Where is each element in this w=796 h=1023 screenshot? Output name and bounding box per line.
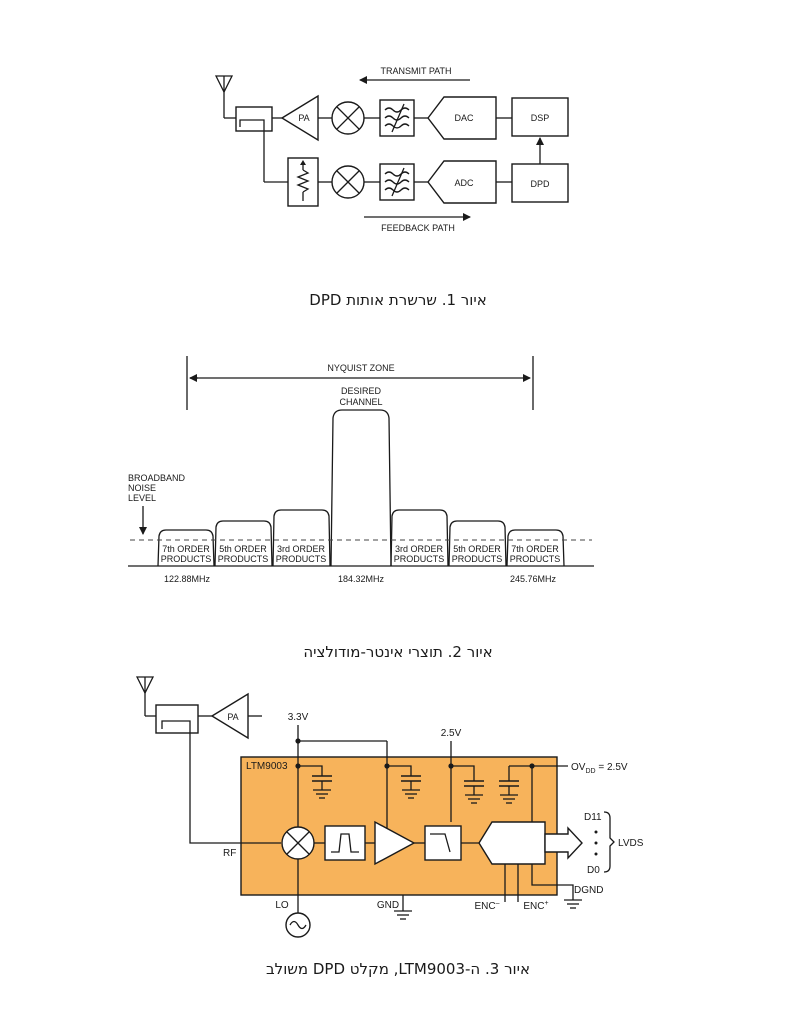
desired-channel-band bbox=[330, 409, 392, 567]
band-5th-left bbox=[214, 520, 273, 567]
band-label: PRODUCTS bbox=[510, 554, 561, 564]
lvds-brace bbox=[603, 811, 615, 873]
figure-3-caption: איור 3. ה-LTM9003, מקלט DPD משולב bbox=[266, 960, 530, 978]
band-label: PRODUCTS bbox=[394, 554, 445, 564]
v25-label: 2.5V bbox=[441, 728, 462, 739]
dsp-block: DSP bbox=[511, 97, 569, 137]
figure-2-caption: איור 2. תוצרי אינטר-מודולציה bbox=[303, 643, 492, 661]
band-label: 7th ORDER bbox=[511, 544, 559, 554]
lvds-output-arrow bbox=[544, 826, 583, 860]
feedback-path-label: FEEDBACK PATH bbox=[381, 223, 455, 233]
mixer-icon bbox=[331, 101, 365, 135]
enc-minus-label: ENC– bbox=[474, 900, 499, 912]
attenuator-icon bbox=[287, 157, 319, 207]
adc-label: ADC bbox=[454, 178, 474, 188]
figure-1-dpd-signal-chain: PA DAC DSP bbox=[214, 66, 569, 309]
dgnd-label: DGND bbox=[574, 885, 603, 896]
antenna-icon bbox=[135, 676, 156, 717]
coupler-block bbox=[155, 704, 241, 844]
bandpass-filter-icon bbox=[324, 825, 366, 861]
mixer-icon bbox=[281, 826, 315, 860]
band-5th-right bbox=[448, 520, 507, 567]
figure-3-ltm9003: PA LTM9003 3.3V bbox=[135, 676, 644, 978]
capacitor-ground-icon bbox=[451, 765, 484, 804]
capacitor-ground-icon bbox=[387, 765, 421, 799]
band-3rd-right bbox=[390, 509, 449, 567]
band-label: 5th ORDER bbox=[219, 544, 267, 554]
pa-amplifier: PA bbox=[280, 94, 319, 142]
ground-icon bbox=[394, 910, 412, 920]
d0-label: D0 bbox=[587, 865, 600, 876]
freq-left-label: 122.88MHz bbox=[164, 574, 211, 584]
band-label: 3rd ORDER bbox=[277, 544, 326, 554]
enc-plus-label: ENC+ bbox=[523, 900, 548, 912]
dac-label: DAC bbox=[454, 113, 474, 123]
capacitor-ground-icon bbox=[298, 765, 332, 799]
chip-label: LTM9003 bbox=[246, 761, 288, 772]
desired-channel-label-2: CHANNEL bbox=[339, 397, 382, 407]
noise-label-2: NOISE bbox=[128, 483, 156, 493]
ground-icon bbox=[564, 899, 582, 909]
amplifier-icon bbox=[374, 820, 416, 866]
noise-label-3: LEVEL bbox=[128, 493, 156, 503]
pa-label: PA bbox=[298, 113, 309, 123]
v33-label: 3.3V bbox=[288, 712, 309, 723]
filter-icon bbox=[379, 163, 415, 201]
ovdd-label: OVDD = 2.5V bbox=[571, 762, 628, 775]
freq-right-label: 245.76MHz bbox=[510, 574, 557, 584]
band-7th-right bbox=[506, 529, 565, 567]
band-7th-left bbox=[157, 529, 215, 567]
band-label: PRODUCTS bbox=[276, 554, 327, 564]
lo-label: LO bbox=[275, 900, 289, 911]
antenna-icon bbox=[214, 75, 236, 119]
figure-2-intermodulation: NYQUIST ZONE DESIRED CHANNEL BROADBAND N… bbox=[128, 356, 594, 661]
adc-block: ADC bbox=[427, 160, 497, 204]
figure-1-caption: איור 1. שרשרת אותות DPD bbox=[309, 291, 486, 309]
transmit-path-label: TRANSMIT PATH bbox=[380, 66, 451, 76]
lo-source-icon bbox=[285, 912, 311, 938]
coupler-block bbox=[235, 106, 273, 182]
band-label: 7th ORDER bbox=[162, 544, 210, 554]
mixer-icon bbox=[331, 165, 365, 199]
noise-label-1: BROADBAND bbox=[128, 473, 186, 483]
dpd-label: DPD bbox=[530, 179, 550, 189]
adc-block bbox=[478, 821, 546, 865]
dpd-block: DPD bbox=[511, 163, 569, 203]
band-label: PRODUCTS bbox=[452, 554, 503, 564]
freq-center-label: 184.32MHz bbox=[338, 574, 385, 584]
nyquist-zone-label: NYQUIST ZONE bbox=[327, 363, 394, 373]
band-labels: 7th ORDER PRODUCTS 5th ORDER PRODUCTS 3r… bbox=[161, 544, 561, 564]
rf-label: RF bbox=[223, 848, 236, 859]
pa-amplifier: PA bbox=[210, 692, 249, 740]
lvds-label: LVDS bbox=[618, 838, 644, 849]
band-label: 3rd ORDER bbox=[395, 544, 444, 554]
gnd-label: GND bbox=[377, 900, 399, 911]
desired-channel-label-1: DESIRED bbox=[341, 386, 382, 396]
d11-label: D11 bbox=[584, 812, 602, 823]
band-label: PRODUCTS bbox=[161, 554, 212, 564]
band-label: PRODUCTS bbox=[218, 554, 269, 564]
dac-block: DAC bbox=[427, 96, 497, 140]
capacitor-ground-icon bbox=[499, 766, 519, 804]
pa-label: PA bbox=[227, 712, 238, 722]
lowpass-filter-icon bbox=[424, 825, 462, 861]
filter-icon bbox=[379, 99, 415, 137]
band-label: 5th ORDER bbox=[453, 544, 501, 554]
band-3rd-left bbox=[272, 509, 331, 567]
dsp-label: DSP bbox=[531, 113, 550, 123]
